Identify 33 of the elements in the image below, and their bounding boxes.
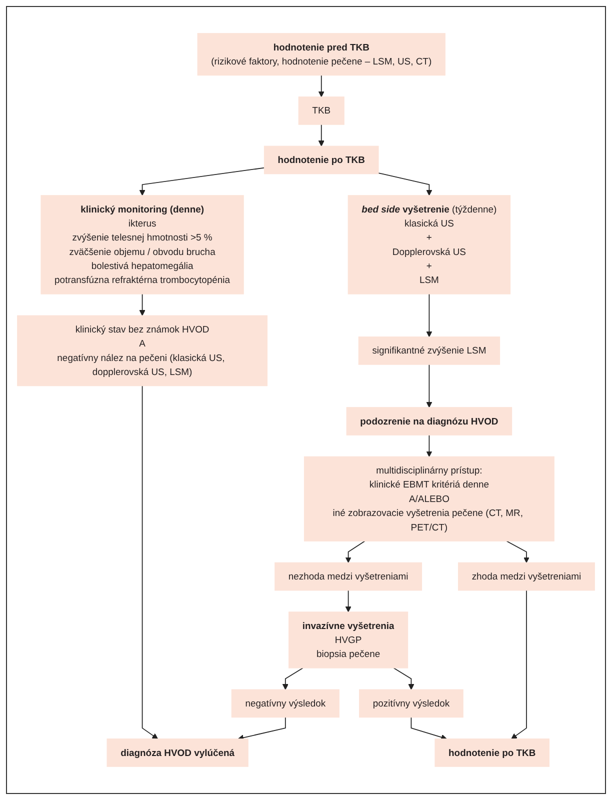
node-box: klinický stav bez známok HVOD A negatívny nález na pečeni (klasická US, dopplerovská US, LSM) xyxy=(17,315,268,386)
node-box: podozrenie na diagnózu HVOD xyxy=(346,407,512,436)
node-box: diagnóza HVOD vylúčená xyxy=(106,738,248,767)
arrow xyxy=(318,74,324,98)
node-box: hodnotenie po TKB xyxy=(264,146,379,174)
arrow xyxy=(318,124,324,146)
node-box: hodnotenie po TKB xyxy=(434,738,550,767)
arrow xyxy=(282,668,304,690)
node-box: invazívne vyšetrenia HVGP biopsia pečene xyxy=(288,612,408,668)
node-box: hodnotenie pred TKB (rizikové faktory, hodnotenie pečene – LSM, US, CT) xyxy=(197,33,446,76)
node-box: bed side vyšetrenie (týždenne) klasická US + Dopplerovská US + LSM xyxy=(348,195,511,294)
node-box: TKB xyxy=(298,96,344,125)
node-box: multidisciplinárny prístup: klinické EBMT kritériá denne A/ALEBO iné zobrazovacie vyšetrenia pečene (CT, MR, PET/CT) xyxy=(304,456,554,542)
arrow xyxy=(139,294,146,316)
arrow xyxy=(506,540,530,563)
node-box: negatívny výsledok xyxy=(231,689,340,718)
node-box: pozitívny výsledok xyxy=(359,689,464,718)
arrow xyxy=(345,590,352,612)
node-box: signifikantné zvýšenie LSM xyxy=(358,336,500,365)
arrow xyxy=(238,716,286,741)
arrow xyxy=(393,668,414,690)
arrow xyxy=(345,540,366,563)
arrow xyxy=(410,716,447,740)
arrow xyxy=(142,385,158,740)
arrow xyxy=(426,434,432,457)
arrow xyxy=(426,294,432,338)
node-box: zhoda medzi vyšetreniami xyxy=(458,562,595,591)
node-box: klinický monitoring (denne) ikterus zvýšenie telesnej hmotnosti >5 % zväčšenie objemu / obvodu brucha bolestivá hepatomegália potransfúzna refraktérna trombocytopénia xyxy=(40,195,244,294)
node-box: nezhoda medzi vyšetreniami xyxy=(274,562,422,591)
arrow xyxy=(378,172,432,196)
arrow xyxy=(139,167,265,196)
arrow xyxy=(426,364,432,408)
arrow xyxy=(511,590,527,740)
